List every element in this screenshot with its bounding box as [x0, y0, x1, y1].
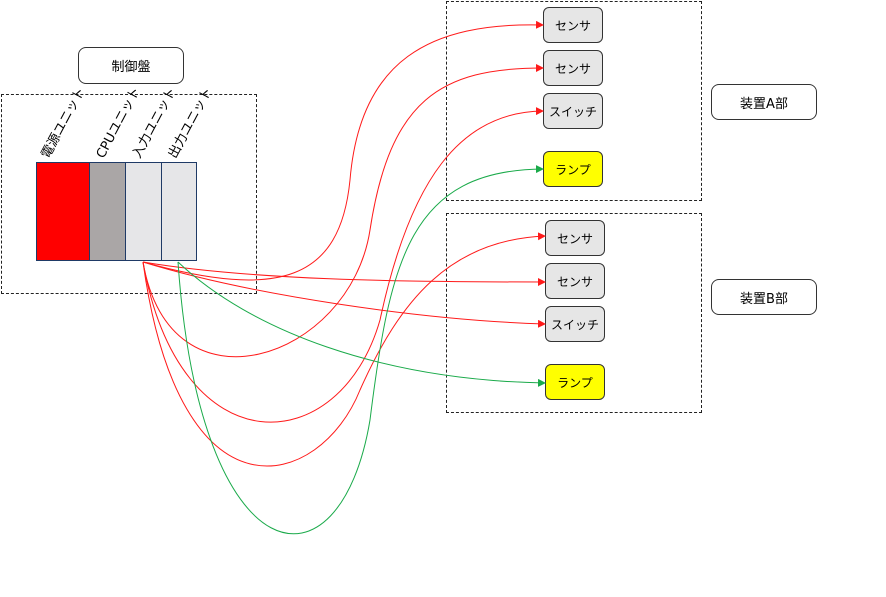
device-a-lamp: ランプ	[543, 151, 603, 187]
device-a-title: 装置A部	[711, 84, 817, 120]
wire-input-b-switch	[142, 261, 546, 328]
control-panel-boundary	[1, 94, 257, 294]
device-b-boundary	[446, 213, 702, 413]
power-unit	[36, 162, 90, 261]
device-b-sensor-1: センサ	[545, 220, 605, 256]
wire-input-b-sensor-2	[142, 261, 546, 286]
device-b-switch: スイッチ	[545, 306, 605, 342]
device-b-sensor-2: センサ	[545, 263, 605, 299]
device-a-sensor-1: センサ	[543, 7, 603, 43]
device-b-lamp: ランプ	[545, 364, 605, 400]
wire-input-a-switch	[142, 107, 544, 423]
device-a-boundary	[446, 1, 702, 201]
device-a-sensor-2: センサ	[543, 50, 603, 86]
input-unit	[125, 162, 162, 261]
cpu-unit	[89, 162, 126, 261]
wire-input-a-sensor-2	[142, 64, 544, 358]
device-a-switch: スイッチ	[543, 93, 603, 129]
output-unit	[161, 162, 197, 261]
device-b-title: 装置B部	[711, 279, 817, 315]
wire-output-b-lamp	[177, 261, 546, 387]
wire-input-a-sensor-1	[142, 20, 544, 281]
wire-output-a-lamp	[177, 165, 544, 535]
wire-input-b-sensor-1	[142, 232, 546, 467]
control-panel-title: 制御盤	[78, 47, 184, 84]
